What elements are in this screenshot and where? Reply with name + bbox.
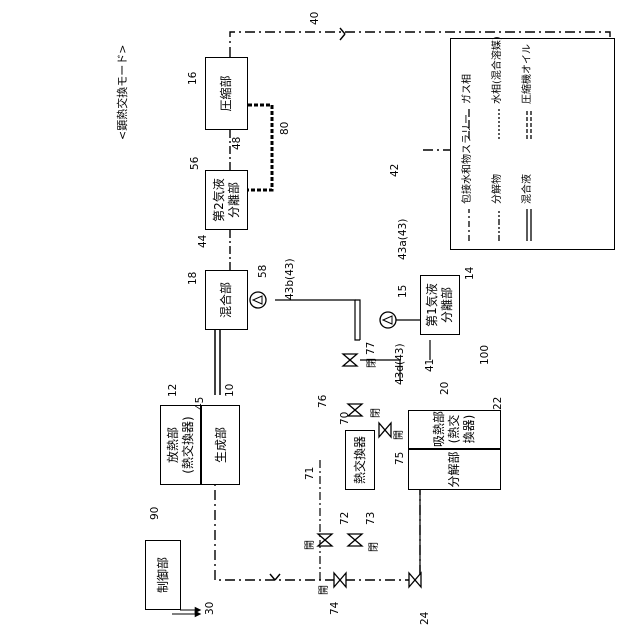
valve-76-state: 閉 — [372, 408, 382, 418]
pump-58 — [250, 292, 266, 308]
valve-76 — [348, 404, 362, 416]
valve-72 — [318, 534, 332, 546]
valve-24 — [409, 573, 421, 587]
legend-item-0: 包接水和物スラリー — [463, 114, 473, 204]
legend-item-3: 水相(混合溶媒) — [493, 36, 503, 104]
valve-74 — [334, 573, 346, 587]
legend-item-2: 分解物 — [493, 174, 503, 204]
valve-72-state: 開 — [306, 540, 316, 550]
valve-75 — [379, 423, 391, 437]
legend-swatches — [451, 37, 616, 249]
valve-73-state: 閉 — [370, 542, 380, 552]
controller-arrows — [172, 610, 200, 614]
pump-15 — [380, 312, 396, 328]
valve-77-state: 閉 — [368, 358, 378, 368]
valve-75-state: 開 — [395, 430, 405, 440]
valve-73 — [348, 534, 362, 546]
legend-item-5: 圧縮機オイル — [523, 44, 533, 104]
valve-74-state: 開 — [320, 585, 330, 595]
valve-77 — [343, 354, 357, 366]
legend-box: 包接水和物スラリー ガス相 分解物 水相(混合溶媒) 混合液 圧縮機オイル — [450, 38, 615, 250]
legend-item-4: 混合液 — [523, 174, 533, 204]
legend-item-1: ガス相 — [463, 74, 473, 104]
